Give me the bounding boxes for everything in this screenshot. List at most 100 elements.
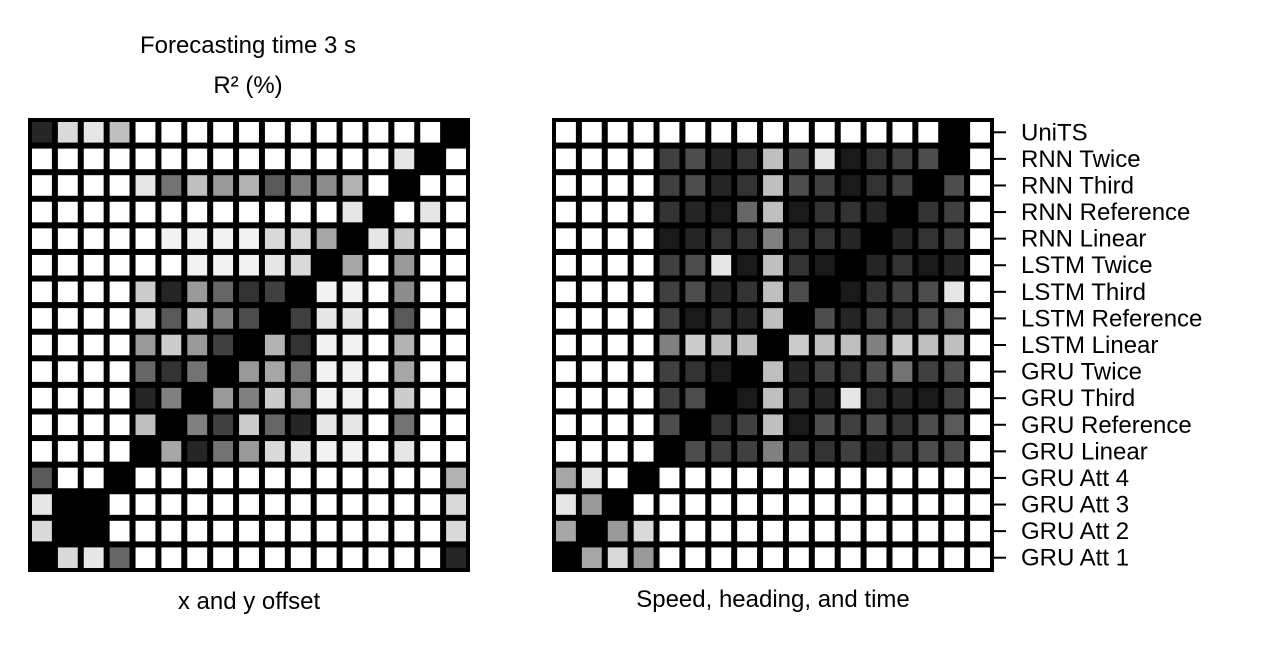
heatmap-right-cell-11-7 — [737, 414, 758, 436]
heatmap-left-cell-1-10 — [290, 148, 311, 170]
heatmap-left-cell-5-7 — [213, 254, 234, 276]
heatmap-left-cell-9-10 — [290, 361, 311, 382]
heatmap-right-cell-9-7 — [737, 361, 758, 382]
heatmap-right-cell-0-13 — [892, 122, 913, 143]
heatmap-left-cell-2-14 — [394, 175, 415, 196]
heatmap-left-cell-15-3 — [109, 520, 130, 542]
heatmap-left-cell-14-1 — [57, 494, 78, 515]
heatmap-right-cell-1-12 — [866, 148, 887, 170]
heatmap-left-cell-10-10 — [290, 387, 311, 409]
heatmap-left-cell-0-14 — [394, 122, 415, 143]
heatmap-left-cell-4-2 — [83, 228, 104, 249]
heatmap-left-cell-5-5 — [161, 254, 182, 276]
heatmap-left-cell-5-15 — [420, 254, 441, 276]
heatmap-right-cell-3-1 — [581, 201, 602, 223]
heatmap-right-cell-7-13 — [892, 308, 913, 329]
heatmap-left-cell-8-1 — [57, 334, 78, 356]
heatmap-left-cell-14-5 — [161, 494, 182, 515]
heatmap-left-cell-15-12 — [342, 520, 363, 542]
heatmap-right-cell-2-13 — [892, 175, 913, 196]
heatmap-right-cell-5-9 — [788, 254, 809, 276]
heatmap-left-cell-13-16 — [446, 467, 466, 489]
heatmap-right-cell-2-5 — [685, 175, 706, 196]
heatmap-right-cell-14-15 — [944, 494, 965, 515]
heatmap-left-cell-4-5 — [161, 228, 182, 249]
heatmap-right-cell-3-2 — [607, 201, 628, 223]
heatmap-left-cell-2-1 — [57, 175, 78, 196]
heatmap-left-cell-6-14 — [394, 281, 415, 303]
heatmap-right-cell-11-11 — [840, 414, 861, 436]
heatmap-left-cell-1-3 — [109, 148, 130, 170]
heatmap-left-cell-0-11 — [316, 122, 337, 143]
heatmap-left-cell-14-13 — [368, 494, 389, 515]
heatmap-right-cell-4-16 — [970, 228, 990, 249]
heatmap-left-cell-2-10 — [290, 175, 311, 196]
heatmap-left-cell-14-16 — [446, 494, 466, 515]
heatmap-left-cell-2-2 — [83, 175, 104, 196]
heatmap-right-cell-13-1 — [581, 467, 602, 489]
heatmap-right-cell-12-16 — [970, 441, 990, 462]
heatmap-left-cell-8-15 — [420, 334, 441, 356]
heatmap-right-cell-8-9 — [788, 334, 809, 356]
heatmap-left-cell-6-16 — [446, 281, 466, 303]
heatmap-left-cell-16-4 — [135, 547, 156, 568]
heatmap-right-cell-4-7 — [737, 228, 758, 249]
heatmap-right-cell-16-0 — [556, 547, 576, 568]
heatmap-right-cell-15-11 — [840, 520, 861, 542]
heatmap-right-cell-1-2 — [607, 148, 628, 170]
heatmap-right-cell-10-3 — [633, 387, 654, 409]
heatmap-right-cell-10-16 — [970, 387, 990, 409]
heatmap-left-cell-16-14 — [394, 547, 415, 568]
heatmap-left-cell-16-0 — [32, 547, 52, 568]
heatmap-left-cell-4-14 — [394, 228, 415, 249]
heatmap-left-cell-0-6 — [187, 122, 208, 143]
heatmap-right-cell-6-15 — [944, 281, 965, 303]
heatmap-right-cell-2-10 — [814, 175, 835, 196]
heatmap-left-cell-13-7 — [213, 467, 234, 489]
heatmap-left-cell-5-11 — [316, 254, 337, 276]
heatmap-left-cell-14-6 — [187, 494, 208, 515]
heatmap-right-cell-14-8 — [763, 494, 783, 515]
heatmap-right-cell-14-9 — [788, 494, 809, 515]
heatmap-left-cell-15-16 — [446, 520, 466, 542]
heatmap-right-cell-3-5 — [685, 201, 706, 223]
heatmap-right-cell-0-6 — [711, 122, 732, 143]
heatmap-right-cell-4-1 — [581, 228, 602, 249]
heatmap-left-cell-10-14 — [394, 387, 415, 409]
heatmap-right-cell-6-9 — [788, 281, 809, 303]
heatmap-right-cell-0-11 — [840, 122, 861, 143]
heatmap-right-cell-14-14 — [918, 494, 939, 515]
heatmap-left-cell-13-3 — [109, 467, 130, 489]
heatmap-right-cell-16-10 — [814, 547, 835, 568]
heatmap-right-cell-0-9 — [788, 122, 809, 143]
heatmap-left-cell-0-13 — [368, 122, 389, 143]
heatmap-left-cell-10-15 — [420, 387, 441, 409]
heatmap-right-cell-8-7 — [737, 334, 758, 356]
heatmap-right-xlabel: Speed, heading, and time — [636, 586, 910, 613]
heatmap-right-cell-16-2 — [607, 547, 628, 568]
heatmap-right-cell-2-7 — [737, 175, 758, 196]
heatmap-left-cell-4-15 — [420, 228, 441, 249]
heatmap-right-cell-5-0 — [556, 254, 576, 276]
heatmap-left-cell-1-9 — [264, 148, 285, 170]
heatmap-left-cell-9-3 — [109, 361, 130, 382]
heatmap-right-cell-6-6 — [711, 281, 732, 303]
heatmap-left-cell-13-11 — [316, 467, 337, 489]
heatmap-right-cell-1-0 — [556, 148, 576, 170]
row-label-0: UniTS — [1021, 119, 1088, 146]
heatmap-left-cell-11-16 — [446, 414, 466, 436]
heatmap-left-cell-12-5 — [161, 441, 182, 462]
heatmap-right-cell-8-11 — [840, 334, 861, 356]
heatmap-left-cell-1-8 — [239, 148, 259, 170]
heatmap-left-cell-16-10 — [290, 547, 311, 568]
row-label-16: GRU Att 1 — [1021, 545, 1129, 572]
heatmap-left-cell-4-12 — [342, 228, 363, 249]
heatmap-right-cell-7-0 — [556, 308, 576, 329]
heatmap-right-cell-16-6 — [711, 547, 732, 568]
heatmap-right-cell-16-16 — [970, 547, 990, 568]
heatmap-left-cell-9-5 — [161, 361, 182, 382]
heatmap-right-cell-1-11 — [840, 148, 861, 170]
heatmap-right-cell-12-0 — [556, 441, 576, 462]
heatmap-right-cell-2-3 — [633, 175, 654, 196]
